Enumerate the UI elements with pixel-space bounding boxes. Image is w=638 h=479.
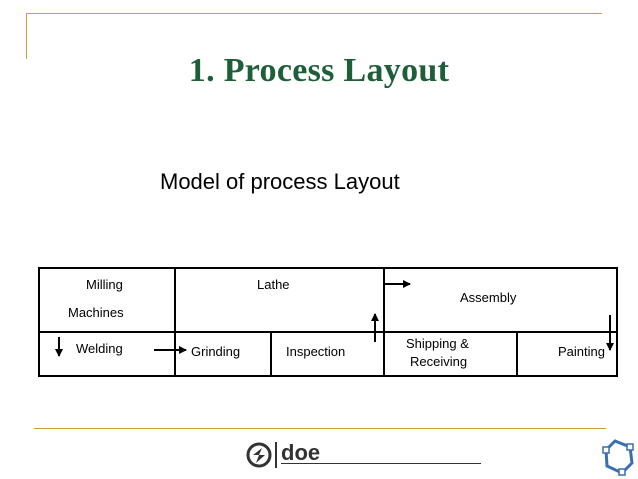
- label-grinding: Grinding: [191, 344, 240, 359]
- label-assembly: Assembly: [460, 290, 517, 305]
- frame-top-rule: [26, 13, 602, 14]
- label-inspection: Inspection: [286, 344, 345, 359]
- label-welding: Welding: [76, 341, 123, 356]
- corner-logo-icon: [602, 439, 634, 476]
- doe-logo: doe: [246, 440, 481, 468]
- slide-title: 1. Process Layout: [188, 52, 450, 89]
- flow-arrows: [55, 280, 614, 357]
- slide-subtitle: Model of process Layout: [160, 169, 400, 194]
- label-milling-machines-line1: Milling: [86, 277, 123, 292]
- logo-text: doe: [281, 440, 320, 465]
- frame-bottom-rule: [34, 428, 606, 429]
- diagram-outer-border: [38, 267, 618, 377]
- label-shipping-receiving-line1: Shipping &: [406, 336, 469, 351]
- process-layout-diagram: Milling Machines Lathe Assembly Welding …: [38, 267, 618, 377]
- label-shipping-receiving-line2: Receiving: [410, 354, 467, 369]
- label-lathe: Lathe: [257, 277, 290, 292]
- label-painting: Painting: [558, 344, 605, 359]
- diagram-grid: [38, 267, 618, 377]
- label-milling-machines-line2: Machines: [68, 305, 124, 320]
- frame-left-rule: [26, 13, 27, 59]
- department-labels: Milling Machines Lathe Assembly Welding …: [68, 277, 605, 369]
